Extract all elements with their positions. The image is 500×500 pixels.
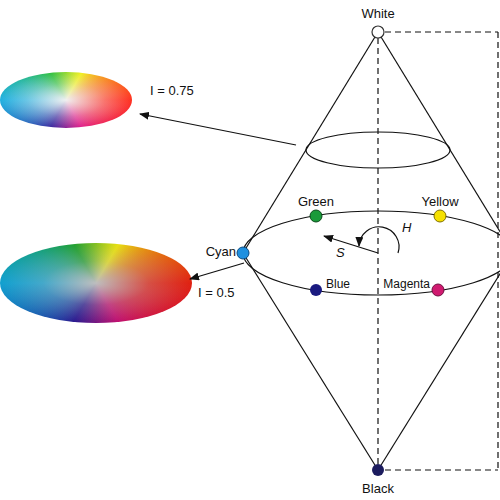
- dashed-guide: [385, 31, 498, 32]
- color-label: Green: [298, 194, 334, 209]
- cone-edge: [378, 32, 500, 253]
- intensity-axis: [377, 38, 378, 464]
- saturation-symbol: S: [336, 245, 345, 260]
- cone-edge: [378, 253, 500, 470]
- hue-symbol: H: [402, 220, 411, 235]
- hue-disk: [0, 72, 132, 128]
- dashed-guide: [497, 32, 498, 470]
- color-label: Magenta: [383, 277, 430, 292]
- saturation-arrow: [324, 236, 378, 253]
- color-label: Cyan: [206, 244, 236, 259]
- white-dot: [372, 26, 384, 38]
- cyan-dot: [237, 247, 249, 259]
- hue-disk: [0, 243, 192, 323]
- intensity-label: I = 0.75: [150, 83, 194, 98]
- color-label: Black: [362, 481, 394, 496]
- hue-arrow: [359, 227, 399, 253]
- color-label: White: [361, 6, 394, 21]
- leader-arrow: [190, 263, 244, 279]
- green-dot: [310, 210, 322, 222]
- cone-rim: [243, 211, 500, 295]
- dashed-guide: [385, 469, 498, 470]
- cone-edge: [243, 253, 378, 470]
- cone-edge: [243, 32, 378, 253]
- leader-arrow: [140, 114, 296, 145]
- color-label: Yellow: [421, 194, 458, 209]
- black-dot: [372, 464, 384, 476]
- color-label: Blue: [326, 277, 350, 292]
- yellow-dot: [434, 210, 446, 222]
- intensity-label: I = 0.5: [198, 285, 235, 300]
- magenta-dot: [432, 284, 444, 296]
- blue-dot: [310, 284, 322, 296]
